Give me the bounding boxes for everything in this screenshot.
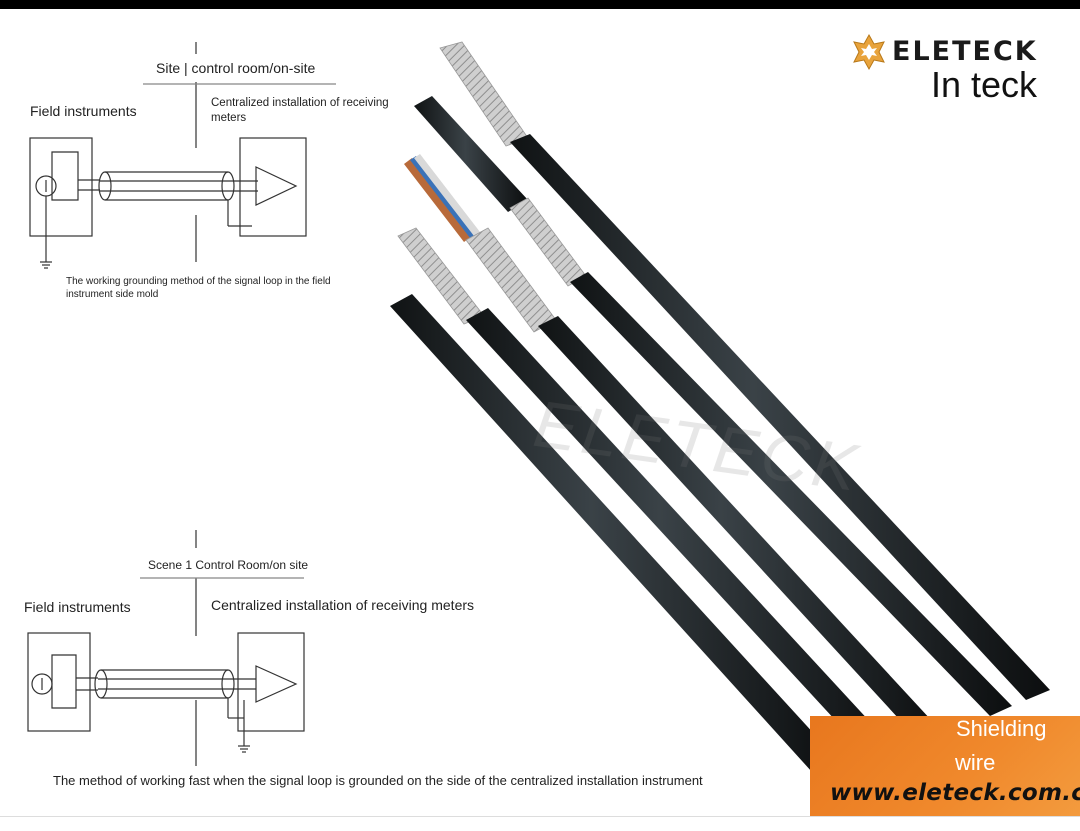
cable-1	[439, 41, 1050, 700]
product-label-line2: wire	[955, 750, 996, 775]
brand-name: ELETECK	[892, 36, 1038, 67]
top-right-label: Centralized installation of receiving me…	[211, 97, 389, 124]
top-amplifier-icon	[255, 166, 298, 206]
cable-5	[390, 294, 838, 772]
top-diagram-header: Site | control room/on-site	[156, 60, 316, 76]
product-label-panel	[810, 716, 1080, 816]
cable-4	[397, 227, 896, 760]
top-field-box	[29, 137, 93, 237]
bottom-field-box	[27, 632, 91, 732]
bottom-caption: The method of working fast when the sign…	[53, 773, 703, 788]
cable-photo	[390, 41, 1050, 772]
cable-2	[414, 96, 1012, 716]
bottom-right-label: Centralized installation of receiving me…	[211, 597, 475, 613]
bottom-receiver-box	[237, 632, 305, 732]
top-black-bar	[0, 0, 1080, 9]
bottom-diagram-header: Scene 1 Control Room/on site	[148, 558, 309, 572]
website-url: www.eleteck.com.cn	[830, 780, 1080, 806]
brand-subtitle: In teck	[931, 64, 1038, 105]
top-diagram	[29, 42, 336, 269]
bottom-amplifier-icon	[255, 665, 298, 703]
top-caption: The working grounding method of the sign…	[66, 276, 331, 300]
cable-3	[404, 154, 944, 744]
star-logo-icon	[853, 33, 885, 71]
bottom-left-label: Field instruments	[24, 599, 131, 615]
bottom-strip	[0, 816, 1080, 831]
bottom-diagram	[27, 530, 305, 766]
bottom-field-inner	[51, 654, 77, 709]
top-receiver-box	[239, 137, 307, 237]
bottom-source-icon	[31, 673, 53, 695]
top-left-label: Field instruments	[30, 103, 137, 119]
product-label-line1: Shielding	[956, 716, 1047, 741]
top-field-inner	[51, 151, 79, 201]
